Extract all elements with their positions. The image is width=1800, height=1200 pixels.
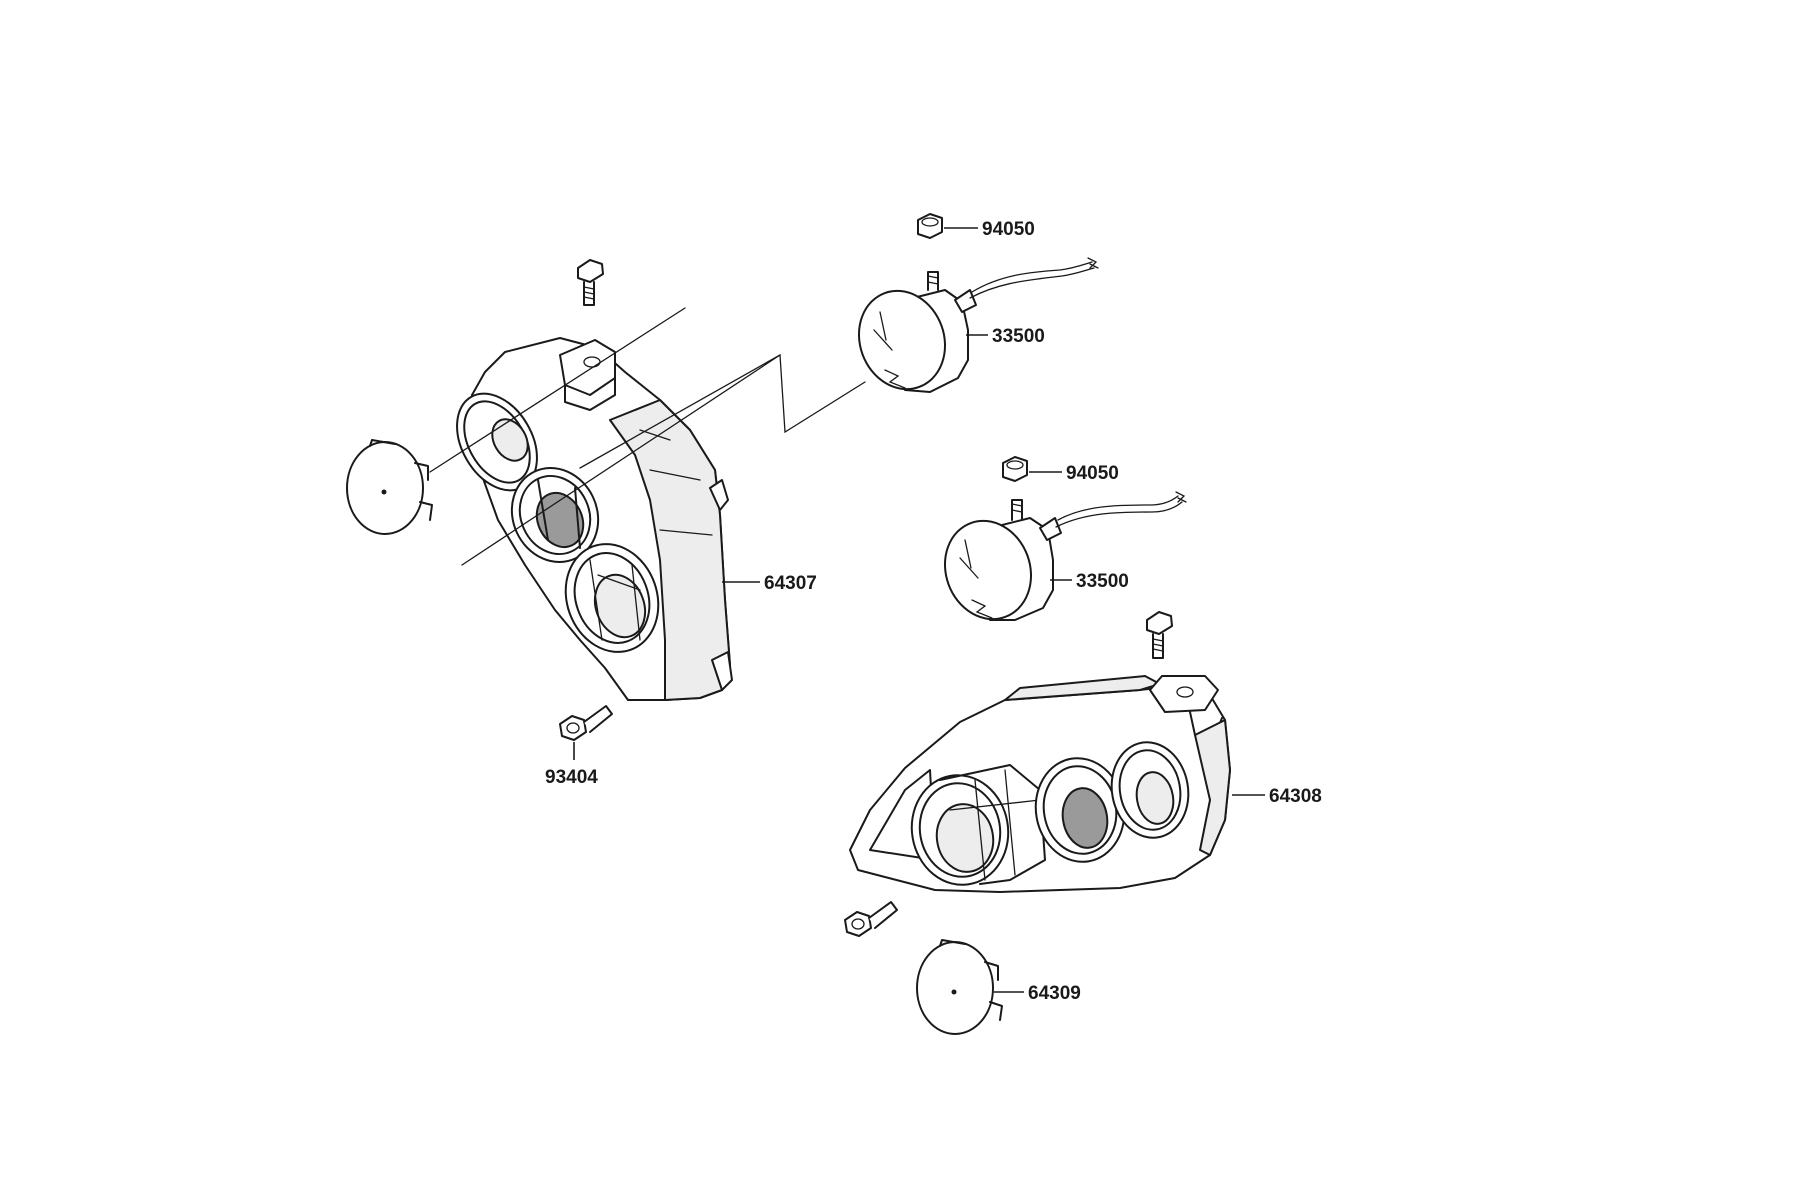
right-headlight-housing	[849, 675, 1231, 893]
lower-bulb	[943, 491, 1187, 621]
alignment-lines-left	[429, 307, 866, 566]
bolt-93404	[559, 705, 613, 741]
left-housing-cap	[346, 439, 433, 535]
upper-screw-left	[577, 259, 604, 306]
left-headlight-housing	[456, 337, 733, 701]
label-64307: 64307	[764, 573, 817, 594]
label-33500-lower: 33500	[1076, 571, 1129, 592]
upper-bulb	[857, 257, 1099, 393]
label-33500-upper: 33500	[992, 326, 1045, 347]
label-64309: 64309	[1028, 983, 1081, 1004]
upper-nut	[917, 213, 943, 239]
label-64308: 64308	[1269, 786, 1322, 807]
leaders	[573, 227, 1265, 993]
label-93404: 93404	[545, 767, 598, 788]
label-94050-upper: 94050	[982, 219, 1035, 240]
label-94050-lower: 94050	[1066, 463, 1119, 484]
right-bolt	[844, 901, 898, 937]
upper-screw-right	[1146, 611, 1173, 659]
lower-nut	[1002, 456, 1028, 482]
cap-64309	[916, 939, 1003, 1035]
